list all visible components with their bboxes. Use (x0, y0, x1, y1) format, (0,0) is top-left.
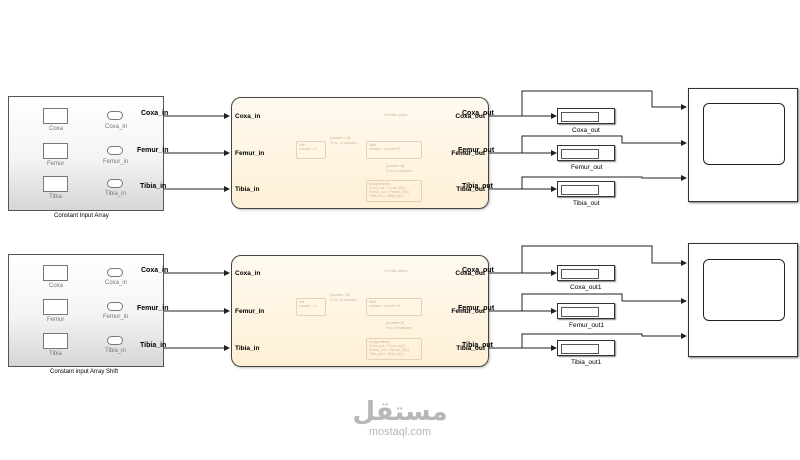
constant-label-coxa: Coxa (49, 126, 64, 132)
display-label: Tibia_out (573, 200, 600, 207)
outport-coxa-in[interactable] (107, 111, 123, 120)
outport-tibia-in[interactable] (107, 336, 123, 345)
chart-state-idle: Idle counter = 0 (296, 141, 326, 159)
display-block-femur[interactable] (557, 145, 615, 161)
constant-block-femur[interactable] (43, 143, 68, 159)
display-label: Tibia_out1 (571, 359, 602, 366)
chart-input-femur: Femur_in (235, 150, 265, 157)
chart-transition-1b: % no. of samples (330, 298, 357, 302)
constant-label-tibia: Tibia (49, 194, 62, 200)
chart-transition-2: [counter<N] (386, 321, 405, 325)
display-label: Coxa_out1 (570, 284, 602, 291)
chart-input-tibia: Tibia_in (235, 345, 260, 352)
chart-state-wait: Wait counter = counter+1 (366, 298, 422, 316)
subsystem-constant-input-array-shift[interactable]: Coxa Coxa_in Femur Femur_in Tibia Tibia_… (8, 254, 164, 367)
stateflow-chart[interactable]: Coxa_in Femur_in Tibia_in Coxa_out Femur… (231, 255, 489, 367)
chart-state-idle: Idle counter = 0 (296, 298, 326, 316)
constant-block-coxa[interactable] (43, 108, 68, 124)
chart-out-label: Tibia_out (462, 342, 493, 349)
chart-transition-2: [counter<N] (386, 164, 405, 168)
subsystem-port-label: Tibia_in (140, 183, 167, 190)
subsystem-title: Constant input Array Shift (50, 369, 119, 375)
display-block-tibia[interactable] (557, 181, 615, 197)
outport-label-tibia-in: Tibia_in (105, 348, 126, 354)
chart-state-assign: AssignValues Coxa_out = Coxa_in(1) Femur… (366, 180, 422, 202)
constant-block-tibia[interactable] (43, 176, 68, 192)
outport-label-femur-in: Femur_in (103, 159, 129, 165)
outport-label-coxa-in: Coxa_in (105, 280, 128, 286)
chart-init-comment: % Initial values (384, 113, 408, 117)
stateflow-chart[interactable]: Coxa_in Femur_in Tibia_in Coxa_out Femur… (231, 97, 489, 209)
scope-screen (703, 103, 785, 165)
chart-output-femur: Femur_out (451, 308, 485, 315)
outport-femur-in[interactable] (107, 302, 123, 311)
chart-out-label: Coxa_out (462, 110, 494, 117)
chart-state-wait: Wait counter = counter+1 (366, 141, 422, 159)
chart-transition-1: [counter>=N] (330, 136, 351, 140)
subsystem-port-label: Tibia_in (140, 342, 167, 349)
chart-input-coxa: Coxa_in (235, 270, 261, 277)
display-block-tibia[interactable] (557, 340, 615, 356)
subsystem-constant-input-array[interactable]: Coxa Coxa_in Femur Femur_in Tibia Tibia_… (8, 96, 164, 211)
chart-output-tibia: Tibia_out (456, 345, 485, 352)
chart-output-coxa: Coxa_out (455, 113, 485, 120)
display-block-femur[interactable] (557, 303, 615, 319)
display-block-coxa[interactable] (557, 108, 615, 124)
subsystem-port-label: Femur_in (137, 147, 169, 154)
display-block-coxa[interactable] (557, 265, 615, 281)
subsystem-port-label: Femur_in (137, 305, 169, 312)
chart-output-coxa: Coxa_out (455, 270, 485, 277)
chart-transition-1b: % no. of samples (330, 141, 357, 145)
constant-label-coxa: Coxa (49, 283, 64, 289)
outport-label-femur-in: Femur_in (103, 314, 129, 320)
constant-label-femur: Femur (47, 161, 65, 167)
chart-input-femur: Femur_in (235, 308, 265, 315)
outport-label-coxa-in: Coxa_in (105, 124, 128, 130)
scope-block[interactable] (688, 243, 798, 357)
chart-output-tibia: Tibia_out (456, 186, 485, 193)
chart-init-comment: % Initial values (384, 269, 408, 273)
chart-input-coxa: Coxa_in (235, 113, 261, 120)
subsystem-port-label: Coxa_in (141, 267, 169, 274)
display-label: Femur_out1 (569, 322, 605, 329)
watermark: مستقل mostaql.com (350, 398, 450, 438)
constant-block-tibia[interactable] (43, 333, 68, 349)
scope-screen (703, 259, 785, 321)
chart-out-label: Coxa_out (462, 267, 494, 274)
constant-block-femur[interactable] (43, 299, 68, 315)
chart-transition-2b: % no of samples (386, 169, 412, 173)
chart-out-label: Femur_out (458, 147, 495, 154)
subsystem-title: Constant Input Array (54, 213, 109, 219)
display-label: Coxa_out (572, 127, 600, 134)
chart-input-tibia: Tibia_in (235, 186, 260, 193)
outport-femur-in[interactable] (107, 146, 123, 155)
chart-output-femur: Femur_out (451, 150, 485, 157)
outport-coxa-in[interactable] (107, 268, 123, 277)
outport-tibia-in[interactable] (107, 179, 123, 188)
scope-block[interactable] (688, 88, 798, 202)
chart-transition-2b: % no of samples (386, 326, 412, 330)
display-label: Femur_out (571, 164, 603, 171)
chart-state-assign: AssignValues Coxa_out = Coxa_in(1) Femur… (366, 338, 422, 360)
outport-label-tibia-in: Tibia_in (105, 191, 126, 197)
watermark-arabic: مستقل (352, 397, 448, 427)
chart-transition-1: [counter>=N] (330, 293, 351, 297)
constant-block-coxa[interactable] (43, 265, 68, 281)
constant-label-tibia: Tibia (49, 351, 62, 357)
chart-out-label: Tibia_out (462, 183, 493, 190)
chart-out-label: Femur_out (458, 305, 495, 312)
watermark-latin: mostaql.com (368, 426, 432, 438)
constant-label-femur: Femur (47, 317, 65, 323)
subsystem-port-label: Coxa_in (141, 110, 169, 117)
